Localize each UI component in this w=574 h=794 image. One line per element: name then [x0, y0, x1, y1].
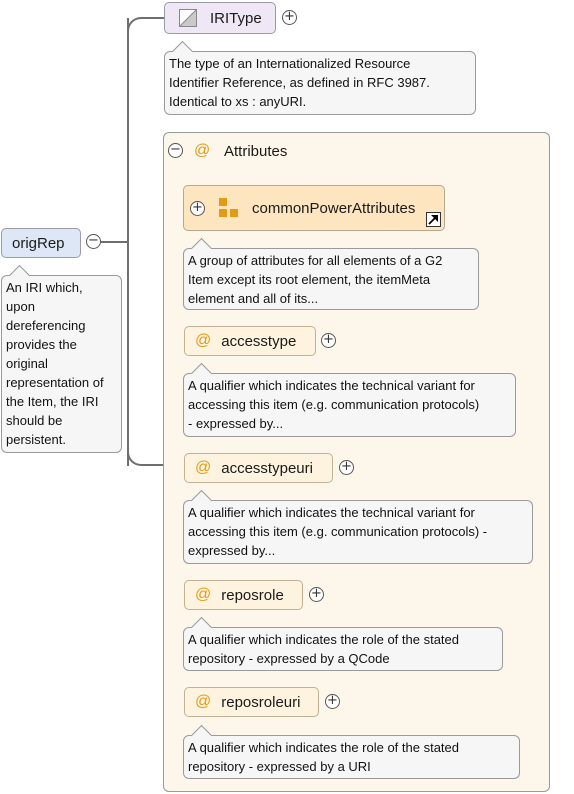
attribute-name: accesstypeuri	[221, 459, 313, 477]
expand-toggle[interactable]: +	[282, 10, 297, 25]
at-icon: @	[195, 586, 212, 603]
reposrole-attribute[interactable]: @ reposrole	[184, 580, 303, 610]
at-icon: @	[195, 459, 212, 476]
expand-toggle[interactable]: +	[321, 333, 336, 348]
complex-type-icon	[179, 9, 197, 27]
expand-toggle[interactable]: +	[190, 200, 205, 216]
expand-toggle[interactable]: +	[309, 587, 324, 602]
accesstypeuri-documentation: A qualifier which indicates the technica…	[183, 489, 533, 564]
attribute-group-icon	[219, 198, 239, 218]
collapse-toggle[interactable]: −	[168, 143, 183, 158]
origRep-element[interactable]: origRep	[1, 228, 81, 258]
type-documentation: The type of an Internationalized Resourc…	[164, 40, 476, 115]
attribute-name: accesstype	[221, 332, 297, 350]
expand-toggle[interactable]: +	[325, 694, 340, 709]
connector-line	[127, 18, 129, 466]
reposrole-documentation: A qualifier which indicates the role of …	[183, 616, 503, 671]
connector-line	[127, 17, 167, 33]
at-icon: @	[195, 693, 212, 710]
reference-arrow-icon	[426, 212, 441, 227]
type-name: IRIType	[210, 9, 262, 27]
reposroleuri-attribute[interactable]: @ reposroleuri	[184, 687, 319, 717]
commonpowerattributes-documentation: A group of attributes for all elements o…	[183, 237, 479, 310]
element-name: origRep	[12, 234, 65, 252]
attribute-group-name: commonPowerAttributes	[252, 199, 416, 217]
collapse-toggle[interactable]: −	[86, 234, 101, 249]
connector-line	[127, 450, 167, 466]
at-icon: @	[194, 142, 211, 159]
connector-line	[101, 241, 128, 243]
accesstype-attribute[interactable]: @ accesstype	[184, 326, 316, 356]
commonpowerattributes-group[interactable]: + commonPowerAttributes	[183, 185, 445, 231]
accesstype-documentation: A qualifier which indicates the technica…	[183, 362, 516, 437]
iritype-node[interactable]: IRIType	[164, 2, 276, 34]
root-documentation: An IRI which, upon dereferencing provide…	[1, 264, 122, 453]
reposroleuri-documentation: A qualifier which indicates the role of …	[183, 724, 520, 779]
attribute-name: reposroleuri	[221, 693, 301, 711]
attribute-name: reposrole	[221, 586, 284, 604]
attributes-label: Attributes	[224, 143, 288, 160]
expand-toggle[interactable]: +	[339, 460, 354, 475]
accesstypeuri-attribute[interactable]: @ accesstypeuri	[184, 453, 333, 483]
at-icon: @	[195, 332, 212, 349]
